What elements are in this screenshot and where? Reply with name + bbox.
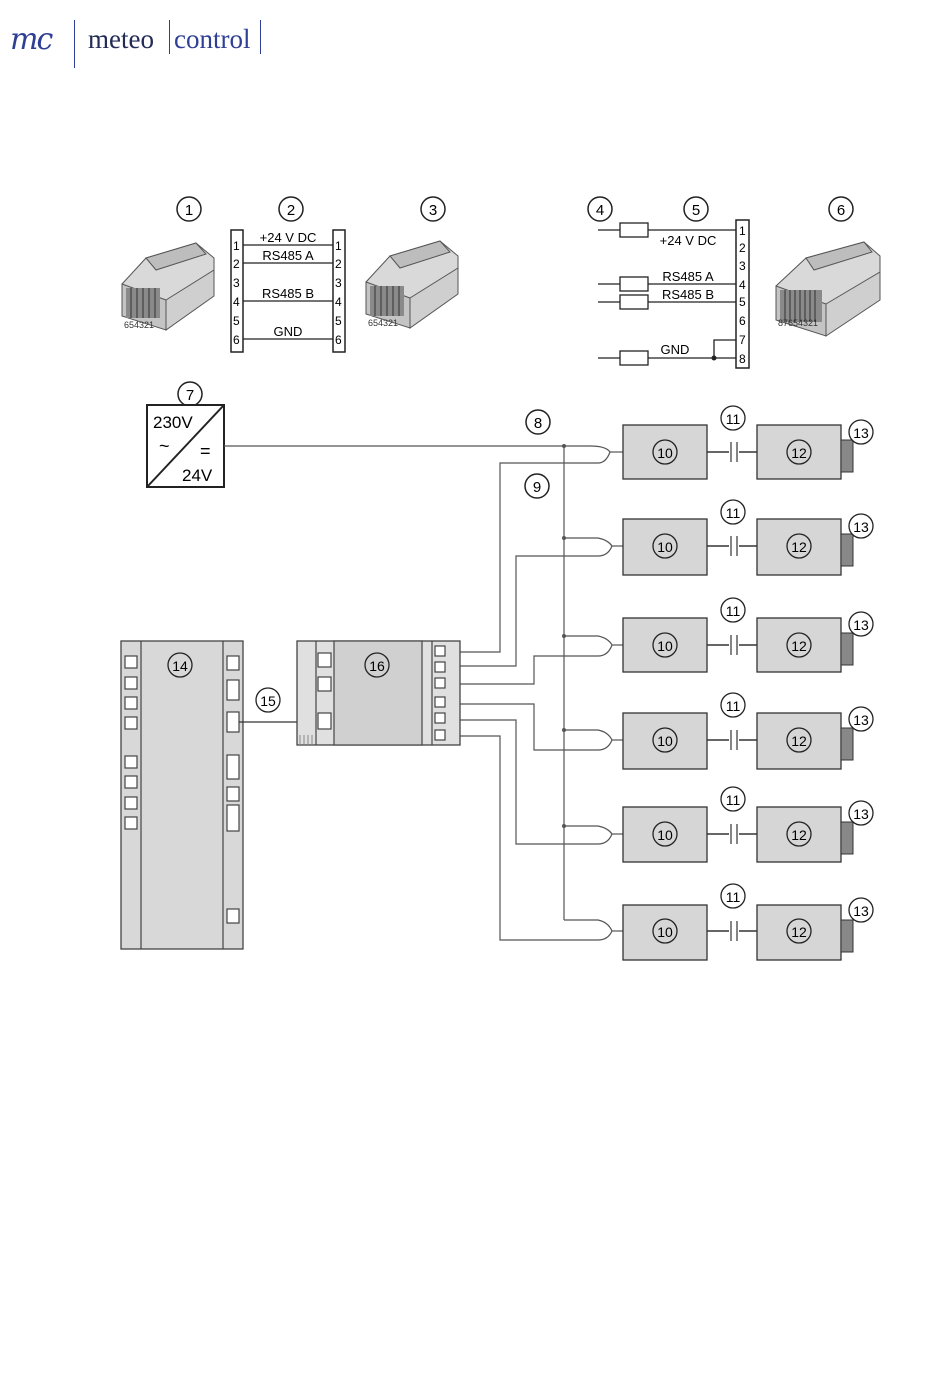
svg-text:2: 2 (739, 241, 746, 255)
datalogger-device: 14 (121, 641, 243, 949)
svg-text:230V: 230V (153, 413, 193, 432)
svg-text:7: 7 (186, 387, 194, 404)
svg-text:4: 4 (739, 278, 746, 292)
svg-text:6: 6 (233, 333, 240, 347)
svg-text:1: 1 (233, 239, 240, 253)
svg-text:13: 13 (853, 617, 869, 633)
svg-text:2: 2 (335, 257, 342, 271)
svg-text:6: 6 (837, 202, 845, 219)
svg-text:RS485 B: RS485 B (662, 287, 714, 302)
svg-text:10: 10 (657, 445, 673, 461)
svg-text:654321: 654321 (368, 318, 398, 328)
svg-text:10: 10 (657, 539, 673, 555)
svg-text:5: 5 (335, 314, 342, 328)
svg-text:RS485 A: RS485 A (262, 248, 314, 263)
cable-6-pin: 1 2 3 4 5 6 1 2 3 4 5 6 +24 V DC RS485 A… (231, 230, 345, 352)
svg-text:~: ~ (159, 436, 170, 456)
svg-text:16: 16 (369, 658, 385, 674)
svg-text:1: 1 (739, 224, 746, 238)
svg-text:RS485 B: RS485 B (262, 286, 314, 301)
svg-text:15: 15 (260, 693, 276, 709)
svg-text:12: 12 (791, 924, 807, 940)
svg-text:12: 12 (791, 445, 807, 461)
svg-text:13: 13 (853, 425, 869, 441)
inverter-row: 10 11 12 13 (623, 787, 873, 862)
rj45-connector-icon: 87654321 (776, 242, 880, 336)
number-label-4: 4 (588, 197, 612, 221)
rj12-connector-icon: 654321 (366, 241, 458, 328)
svg-text:2: 2 (287, 202, 295, 219)
svg-text:5: 5 (739, 295, 746, 309)
svg-text:87654321: 87654321 (778, 318, 818, 328)
svg-text:24V: 24V (182, 466, 213, 485)
svg-text:11: 11 (726, 411, 741, 427)
svg-text:13: 13 (853, 519, 869, 535)
inverter-row: 10 11 12 13 (623, 500, 873, 575)
number-label-9: 9 (525, 474, 549, 498)
svg-text:10: 10 (657, 924, 673, 940)
svg-text:13: 13 (853, 712, 869, 728)
svg-text:1: 1 (185, 202, 193, 219)
svg-text:1: 1 (335, 239, 342, 253)
number-label-1: 1 (177, 197, 201, 221)
rj12-connector-icon: 654321 (122, 243, 214, 330)
svg-text:4: 4 (335, 295, 342, 309)
cable-merge-curves (590, 446, 623, 940)
svg-text:+24 V DC: +24 V DC (260, 230, 317, 245)
inverter-row: 10 11 12 13 (623, 598, 873, 672)
svg-text:11: 11 (726, 698, 741, 714)
number-label-3: 3 (421, 197, 445, 221)
svg-text:3: 3 (233, 276, 240, 290)
svg-text:13: 13 (853, 903, 869, 919)
svg-text:11: 11 (726, 792, 741, 808)
svg-text:654321: 654321 (124, 320, 154, 330)
svg-text:+24 V DC: +24 V DC (660, 233, 717, 248)
bus-distributor: 16 (297, 641, 460, 745)
number-label-2: 2 (279, 197, 303, 221)
svg-text:10: 10 (657, 827, 673, 843)
svg-text:GND: GND (274, 324, 303, 339)
svg-text:12: 12 (791, 827, 807, 843)
svg-text:12: 12 (791, 733, 807, 749)
svg-text:11: 11 (726, 889, 741, 905)
svg-text:2: 2 (233, 257, 240, 271)
svg-text:4: 4 (233, 295, 240, 309)
number-label-6: 6 (829, 197, 853, 221)
svg-text:7: 7 (739, 333, 746, 347)
svg-text:11: 11 (726, 603, 741, 619)
svg-text:6: 6 (739, 314, 746, 328)
svg-text:6: 6 (335, 333, 342, 347)
svg-text:10: 10 (657, 638, 673, 654)
svg-text:12: 12 (791, 638, 807, 654)
svg-text:10: 10 (657, 733, 673, 749)
svg-text:8: 8 (534, 415, 542, 432)
cable-8-pin: 1 2 3 4 5 6 7 8 +24 V DC RS485 A RS485 B… (598, 220, 749, 368)
svg-text:11: 11 (726, 505, 741, 521)
svg-text:13: 13 (853, 806, 869, 822)
svg-text:3: 3 (335, 276, 342, 290)
svg-text:9: 9 (533, 479, 541, 496)
svg-text:GND: GND (661, 342, 690, 357)
inverter-row: 10 11 12 13 (623, 693, 873, 769)
power-supply: 230V ~ = 24V (147, 405, 224, 487)
svg-text:4: 4 (596, 202, 604, 219)
svg-text:=: = (200, 441, 211, 461)
inverter-row: 10 11 12 13 (623, 406, 873, 479)
svg-text:8: 8 (739, 352, 746, 366)
svg-text:3: 3 (429, 202, 437, 219)
svg-text:12: 12 (791, 539, 807, 555)
svg-text:5: 5 (233, 314, 240, 328)
svg-text:3: 3 (739, 259, 746, 273)
svg-text:RS485 A: RS485 A (662, 269, 714, 284)
svg-text:14: 14 (172, 658, 188, 674)
number-label-8: 8 (526, 410, 550, 434)
inverter-row: 10 11 12 13 (623, 884, 873, 960)
number-label-5: 5 (684, 197, 708, 221)
number-label-7: 7 (178, 382, 202, 406)
svg-text:5: 5 (692, 202, 700, 219)
